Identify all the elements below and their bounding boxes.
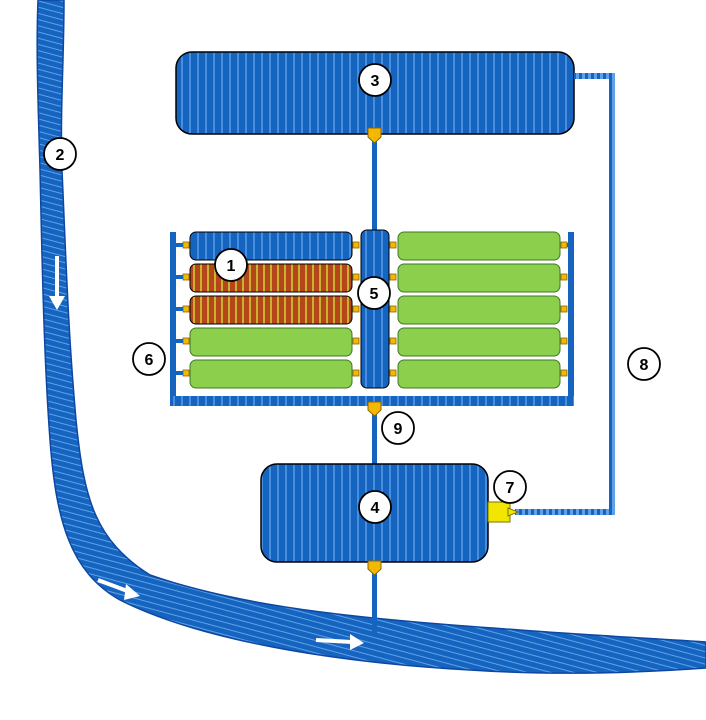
field-plot	[397, 359, 561, 389]
svg-text:6: 6	[145, 352, 154, 369]
field-plot	[189, 359, 353, 389]
valve-icon	[367, 127, 382, 144]
callout-9: 9	[381, 411, 415, 445]
field-plot	[189, 295, 353, 325]
drainage-collector	[170, 232, 574, 406]
flow-arrow-icon	[97, 578, 140, 600]
callout-7: 7	[493, 470, 527, 504]
field-plot	[397, 263, 561, 293]
callout-3: 3	[358, 63, 392, 97]
valve-icon	[367, 401, 382, 417]
field-plot	[189, 263, 353, 293]
callout-6: 6	[132, 342, 166, 376]
flow-arrow-icon	[49, 256, 65, 310]
supply-pipe	[372, 138, 377, 230]
callout-2: 2	[43, 137, 77, 171]
svg-text:3: 3	[371, 73, 380, 90]
pump-icon	[487, 501, 520, 523]
valve-icon	[367, 560, 382, 576]
svg-text:2: 2	[56, 147, 65, 164]
field-valves	[176, 241, 569, 377]
field-plot	[189, 327, 353, 357]
field-plot	[397, 295, 561, 325]
field-plots-left	[189, 231, 353, 389]
flow-arrow-icon	[315, 634, 364, 650]
field-plots-right	[397, 231, 561, 389]
svg-text:1: 1	[227, 258, 236, 275]
callout-1: 1	[214, 248, 248, 282]
svg-text:9: 9	[394, 421, 403, 438]
callout-8: 8	[627, 347, 661, 381]
callout-4: 4	[358, 490, 392, 524]
field-plot	[397, 231, 561, 261]
svg-text:4: 4	[371, 500, 380, 517]
outlet-pipe	[372, 562, 377, 636]
field-plot	[189, 231, 353, 261]
svg-text:5: 5	[370, 286, 379, 303]
return-pipe	[515, 73, 615, 515]
drain-pipe	[372, 410, 377, 466]
field-plot	[397, 327, 561, 357]
svg-text:7: 7	[506, 480, 515, 497]
callout-5: 5	[357, 276, 391, 310]
svg-text:8: 8	[640, 357, 649, 374]
